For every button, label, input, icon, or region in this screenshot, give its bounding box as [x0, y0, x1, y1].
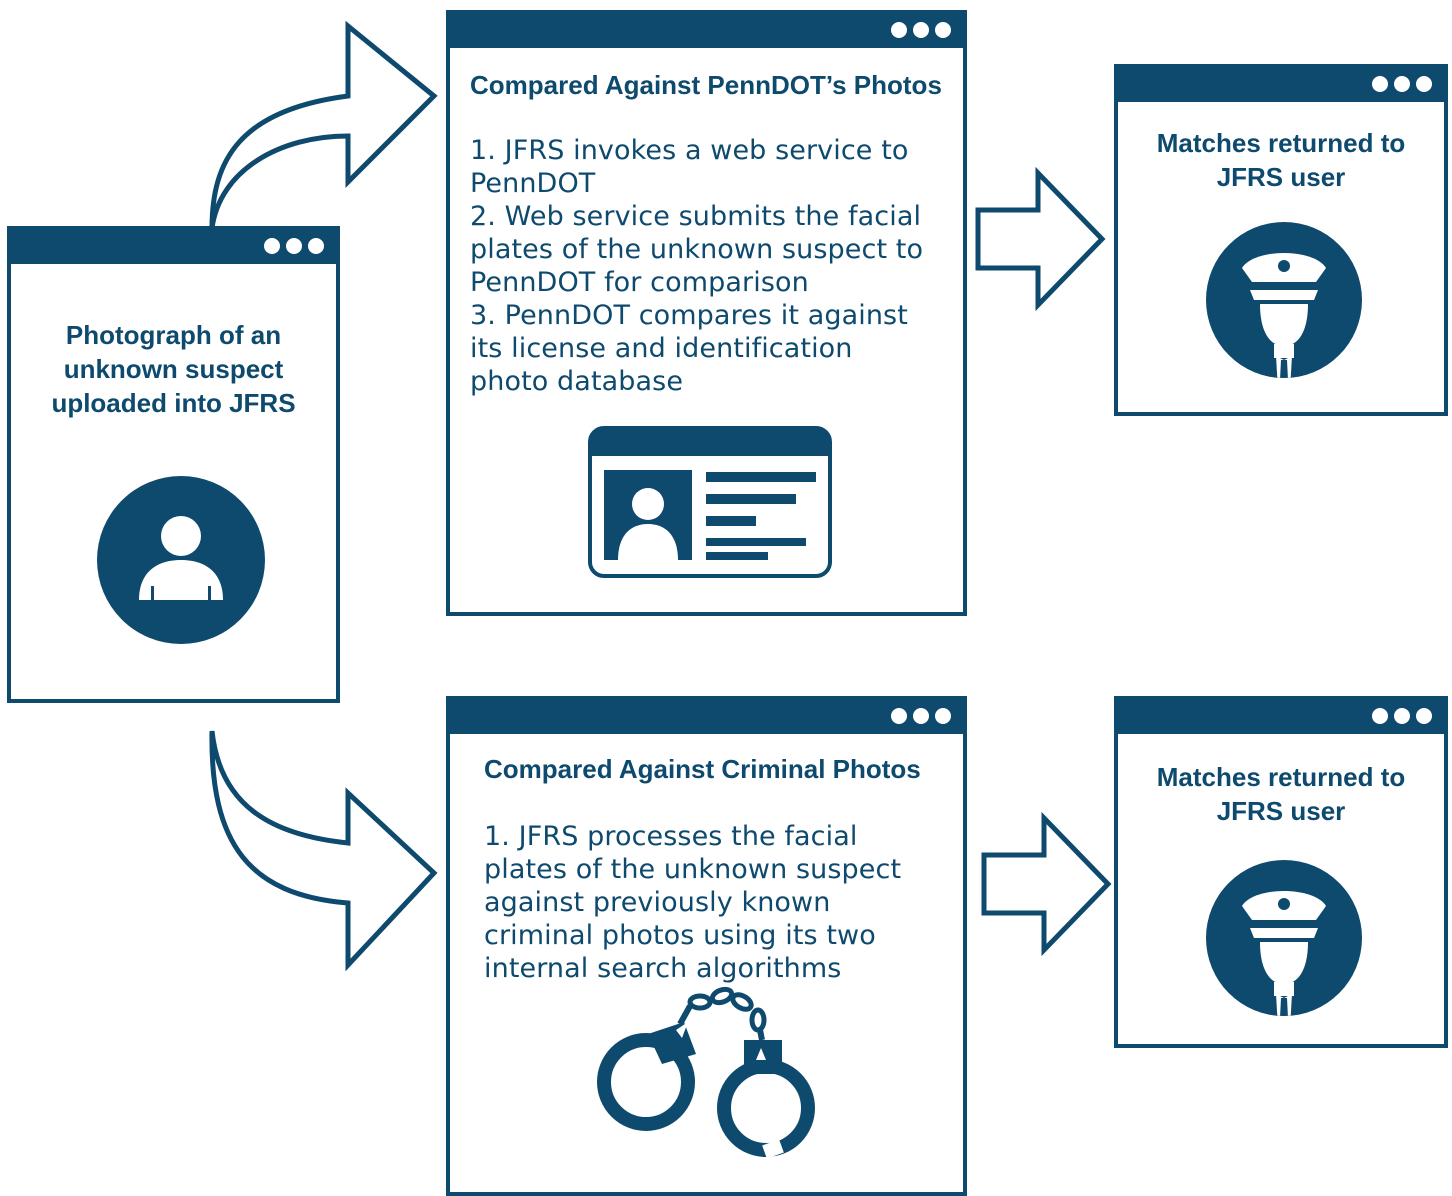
title-line: unknown suspect: [63, 354, 284, 384]
result-title-bottom: Matches returned to JFRS user: [1118, 760, 1444, 828]
window-dot: [1416, 76, 1432, 92]
title-line: Photograph of an: [65, 320, 282, 350]
window-dot: [935, 22, 951, 38]
upload-window: Photograph of an unknown suspect uploade…: [7, 226, 340, 703]
police-officer-icon: [1206, 860, 1362, 1016]
window-dot: [891, 708, 907, 724]
window-dot: [1372, 76, 1388, 92]
title-line: Matches returned to: [1156, 762, 1406, 792]
window-dot: [1394, 76, 1410, 92]
window-titlebar: [450, 14, 963, 48]
step-text: 1. JFRS processes the facial plates of t…: [484, 821, 902, 984]
handcuffs-icon: [597, 986, 815, 1159]
upload-window-title: Photograph of an unknown suspect uploade…: [11, 318, 336, 420]
curved-arrow-up: [209, 20, 438, 229]
window-dot: [286, 238, 302, 254]
penndot-window-title: Compared Against PennDOT’s Photos: [470, 70, 942, 100]
window-dot: [264, 238, 280, 254]
id-card-icon: [588, 426, 832, 578]
window-dot: [1394, 708, 1410, 724]
window-dot: [1416, 708, 1432, 724]
step-text: 3. PennDOT compares it against its licen…: [470, 300, 908, 397]
result-window-bottom: Matches returned to JFRS user: [1114, 696, 1448, 1048]
penndot-steps: 1. JFRS invokes a web service to PennDOT…: [470, 134, 930, 398]
window-dot: [913, 22, 929, 38]
window-dot: [891, 22, 907, 38]
criminal-window: Compared Against Criminal Photos 1. JFRS…: [446, 696, 967, 1196]
title-line: JFRS user: [1216, 162, 1346, 192]
curved-arrow-down: [209, 730, 438, 972]
penndot-window: Compared Against PennDOT’s Photos 1. JFR…: [446, 10, 967, 616]
person-avatar-icon: [97, 476, 265, 644]
police-officer-icon: [1206, 222, 1362, 378]
window-titlebar: [450, 700, 963, 734]
result-title-top: Matches returned to JFRS user: [1118, 126, 1444, 194]
step-text: 2. Web service submits the facial plates…: [470, 201, 924, 298]
title-line: Matches returned to: [1156, 128, 1406, 158]
title-line: uploaded into JFRS: [51, 388, 296, 418]
window-dot: [913, 708, 929, 724]
window-dots: [1372, 708, 1432, 724]
step-text: 1. JFRS invokes a web service to PennDOT: [470, 135, 909, 199]
window-dots: [264, 238, 324, 254]
result-window-top: Matches returned to JFRS user: [1114, 64, 1448, 416]
window-dot: [935, 708, 951, 724]
window-dots: [891, 708, 951, 724]
criminal-window-title: Compared Against Criminal Photos: [484, 754, 921, 784]
window-titlebar: [1118, 68, 1444, 102]
title-line: JFRS user: [1216, 796, 1346, 826]
straight-arrow-bottom: [981, 811, 1112, 957]
window-dot: [1372, 708, 1388, 724]
window-dots: [1372, 76, 1432, 92]
straight-arrow-top: [975, 166, 1106, 312]
window-titlebar: [1118, 700, 1444, 734]
window-dot: [308, 238, 324, 254]
criminal-steps: 1. JFRS processes the facial plates of t…: [484, 820, 930, 985]
window-dots: [891, 22, 951, 38]
window-titlebar: [11, 230, 336, 264]
